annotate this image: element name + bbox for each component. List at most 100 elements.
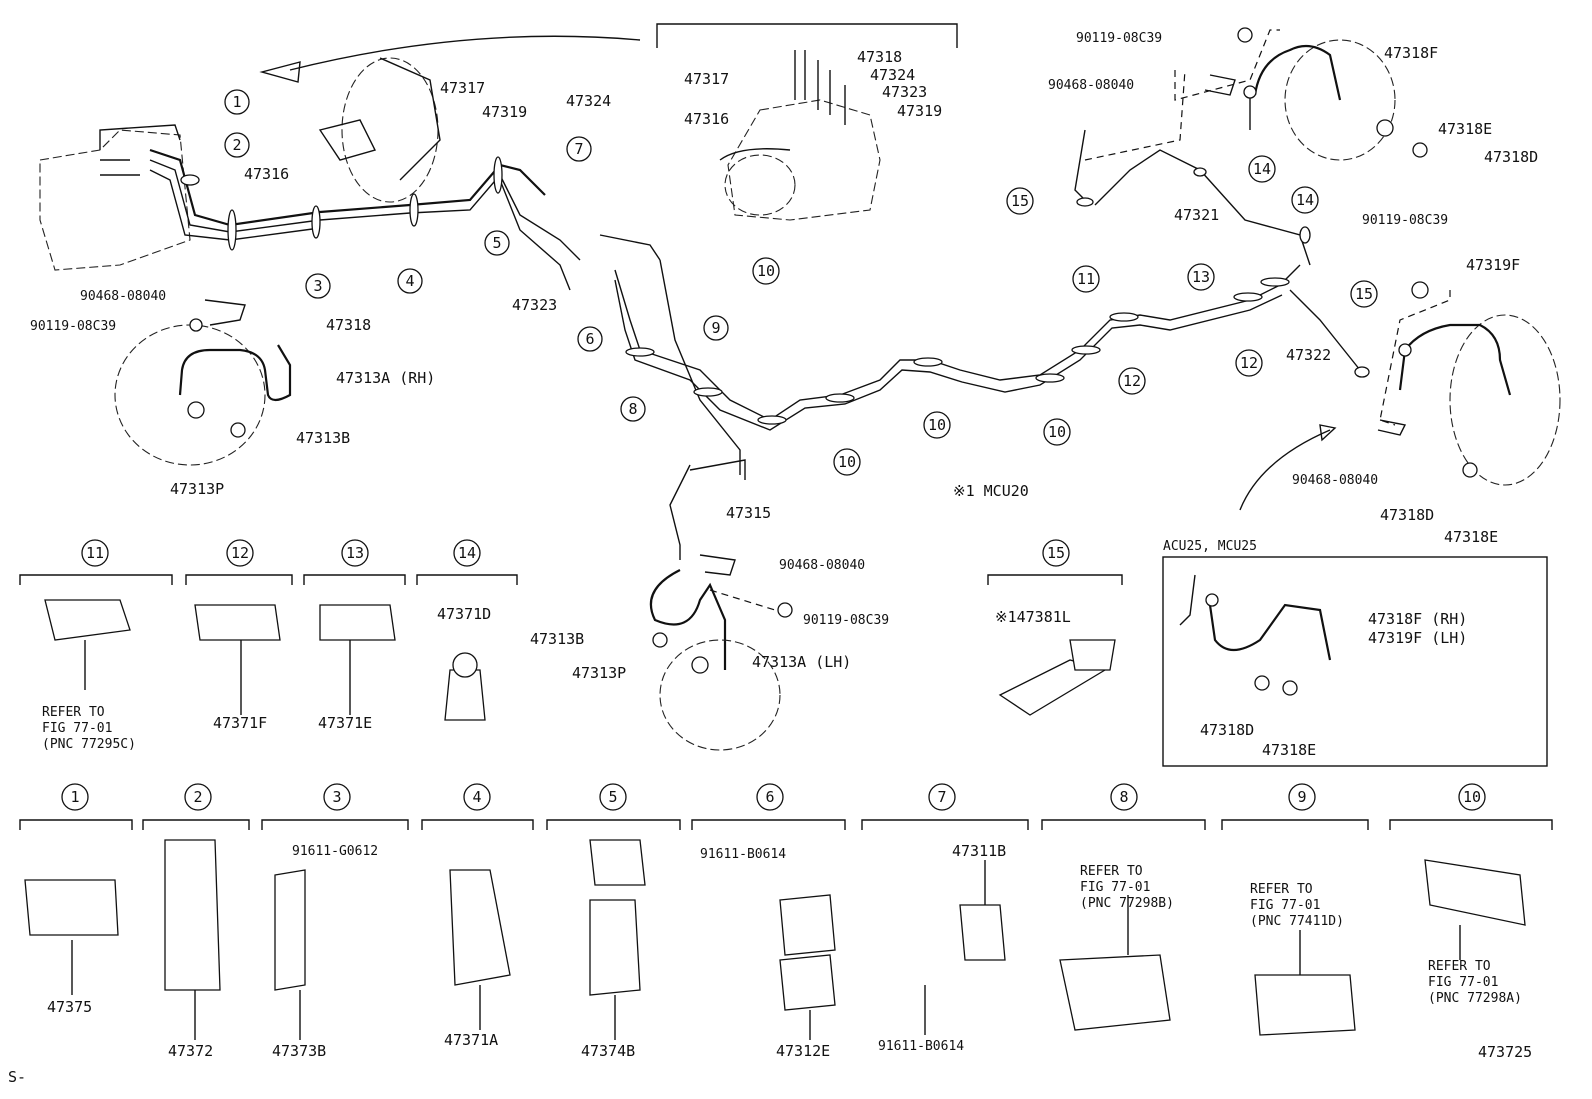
mcu20-note: ※1 MCU20 <box>953 482 1029 500</box>
callout-circle-10c: 10 <box>928 416 946 434</box>
label-47318d-low: 47318D <box>1380 506 1434 524</box>
label-center-47313b: 47313B <box>530 630 584 648</box>
label-center-47313p: 47313P <box>572 664 626 682</box>
bottom-callout-5-part: 47374B <box>581 1042 635 1060</box>
acu-label-47318d: 47318D <box>1200 721 1254 739</box>
bottom-callout-8-ref-3: (PNC 77298B) <box>1080 896 1174 911</box>
bottom-callout-8-ref-1: REFER TO <box>1080 864 1143 879</box>
label-right-90468-low: 90468-08040 <box>1292 473 1378 488</box>
bottom-callout-6-number: 6 <box>765 788 774 806</box>
bottom-callout-4-part: 47371A <box>444 1031 498 1049</box>
middle-callout-13-number: 13 <box>346 544 364 562</box>
inset-label-47318: 47318 <box>857 48 902 66</box>
bottom-callout-6-bolt: 91611-B0614 <box>700 847 786 862</box>
callout-circle-10a: 10 <box>757 262 775 280</box>
label-47316: 47316 <box>244 165 289 183</box>
label-47321: 47321 <box>1174 206 1219 224</box>
bottom-callout-1-part: 47375 <box>47 998 92 1016</box>
label-47313b: 47313B <box>296 429 350 447</box>
label-47319f: 47319F <box>1466 256 1520 274</box>
middle-callout-13-part: 47371E <box>318 714 372 732</box>
label-47318f: 47318F <box>1384 44 1438 62</box>
acu-label-47318f: 47318F (RH) <box>1368 610 1467 628</box>
callout-circle-6: 6 <box>585 330 594 348</box>
figure-code: 473725 <box>1478 1043 1532 1061</box>
inset-label-47323: 47323 <box>882 83 927 101</box>
label-47324: 47324 <box>566 92 611 110</box>
label-47313p: 47313P <box>170 480 224 498</box>
center-labels: 47315 90468-08040 90119-08C39 47313B 473… <box>530 482 1029 682</box>
middle-callout-11-ref-3: (PNC 77295C) <box>42 737 136 752</box>
callout-circle-7: 7 <box>574 140 583 158</box>
label-47315: 47315 <box>726 504 771 522</box>
label-center-90119: 90119-08C39 <box>803 613 889 628</box>
bottom-callout-7-part: 47311B <box>952 842 1006 860</box>
middle-callout-12-number: 12 <box>231 544 249 562</box>
callout-circle-5: 5 <box>492 234 501 252</box>
bottom-callout-5-number: 5 <box>608 788 617 806</box>
label-47318e-top: 47318E <box>1438 120 1492 138</box>
bottom-callout-10-ref-3: (PNC 77298A) <box>1428 991 1522 1006</box>
middle-callout-11-ref-2: FIG 77-01 <box>42 721 112 736</box>
middle-callout-15-part: ※147381L <box>995 608 1071 626</box>
label-47319: 47319 <box>482 103 527 121</box>
master-cylinder-inset-labels: 47318 47317 47324 47323 47316 47319 <box>684 48 942 128</box>
bottom-callout-8-ref-2: FIG 77-01 <box>1080 880 1150 895</box>
bottom-callout-4-number: 4 <box>472 788 481 806</box>
label-47313a-lh: 47313A (LH) <box>752 653 851 671</box>
callout-circle-2: 2 <box>232 136 241 154</box>
label-47318: 47318 <box>326 316 371 334</box>
bottom-callout-1-number: 1 <box>70 788 79 806</box>
bottom-callout-2-part: 47372 <box>168 1042 213 1060</box>
callout-circle-15b: 15 <box>1355 285 1373 303</box>
callout-circle-14b: 14 <box>1296 191 1314 209</box>
callout-circle-14a: 14 <box>1253 160 1271 178</box>
callout-circle-12a: 12 <box>1123 372 1141 390</box>
acu-box-title: ACU25, MCU25 <box>1163 539 1257 554</box>
callout-circle-9: 9 <box>711 319 720 337</box>
bottom-callout-6-part: 47312E <box>776 1042 830 1060</box>
callout-circle-3: 3 <box>313 277 322 295</box>
bottom-callout-10-ref-2: FIG 77-01 <box>1428 975 1498 990</box>
middle-callout-14-number: 14 <box>458 544 476 562</box>
callout-circle-1: 1 <box>232 93 241 111</box>
bottom-callout-2-number: 2 <box>193 788 202 806</box>
bottom-callout-10-ref-1: REFER TO <box>1428 959 1491 974</box>
bottom-callout-7-number: 7 <box>937 788 946 806</box>
label-center-90468: 90468-08040 <box>779 558 865 573</box>
middle-callout-15-number: 15 <box>1047 544 1065 562</box>
label-90468-08040: 90468-08040 <box>80 289 166 304</box>
bottom-callout-3-part: 47373B <box>272 1042 326 1060</box>
label-47322: 47322 <box>1286 346 1331 364</box>
inset-label-47317: 47317 <box>684 70 729 88</box>
diagram-callout-circles: 1 2 3 4 5 6 7 8 9 10 10 10 10 11 12 12 1… <box>224 89 1378 476</box>
bottom-callout-7-bolt: 91611-B0614 <box>878 1039 964 1054</box>
label-47323: 47323 <box>512 296 557 314</box>
bottom-callouts: 1 47375 2 47372 3 47373B 91611-G0612 4 4… <box>47 783 1522 1060</box>
left-assembly-labels: 47317 47316 47319 47324 47323 47318 9046… <box>30 79 611 498</box>
callout-circle-12b: 12 <box>1240 354 1258 372</box>
bottom-callout-8-number: 8 <box>1119 788 1128 806</box>
middle-callout-11-number: 11 <box>86 544 104 562</box>
middle-callout-11-ref-1: REFER TO <box>42 705 105 720</box>
label-47317: 47317 <box>440 79 485 97</box>
bottom-callout-9-ref-2: FIG 77-01 <box>1250 898 1320 913</box>
corner-mark: S- <box>8 1068 26 1086</box>
bottom-callout-9-ref-1: REFER TO <box>1250 882 1313 897</box>
bottom-callout-9-ref-3: (PNC 77411D) <box>1250 914 1344 929</box>
callout-circle-4: 4 <box>405 272 414 290</box>
label-right-90119-top: 90119-08C39 <box>1076 31 1162 46</box>
callout-circle-10d: 10 <box>1048 423 1066 441</box>
label-47318d-top: 47318D <box>1484 148 1538 166</box>
label-right-90119-mid: 90119-08C39 <box>1362 213 1448 228</box>
acu-box: ACU25, MCU25 47318F (RH) 47319F (LH) 473… <box>1163 539 1467 759</box>
bottom-callout-9-number: 9 <box>1297 788 1306 806</box>
drawing-artwork <box>19 23 1561 1040</box>
acu-label-47318e: 47318E <box>1262 741 1316 759</box>
right-assembly-labels: 90119-08C39 47318F 90468-08040 47318E 47… <box>1048 31 1538 546</box>
callout-circle-13: 13 <box>1192 268 1210 286</box>
callout-circle-11: 11 <box>1077 270 1095 288</box>
callout-circle-15a: 15 <box>1011 192 1029 210</box>
label-47313a-rh: 47313A (RH) <box>336 369 435 387</box>
